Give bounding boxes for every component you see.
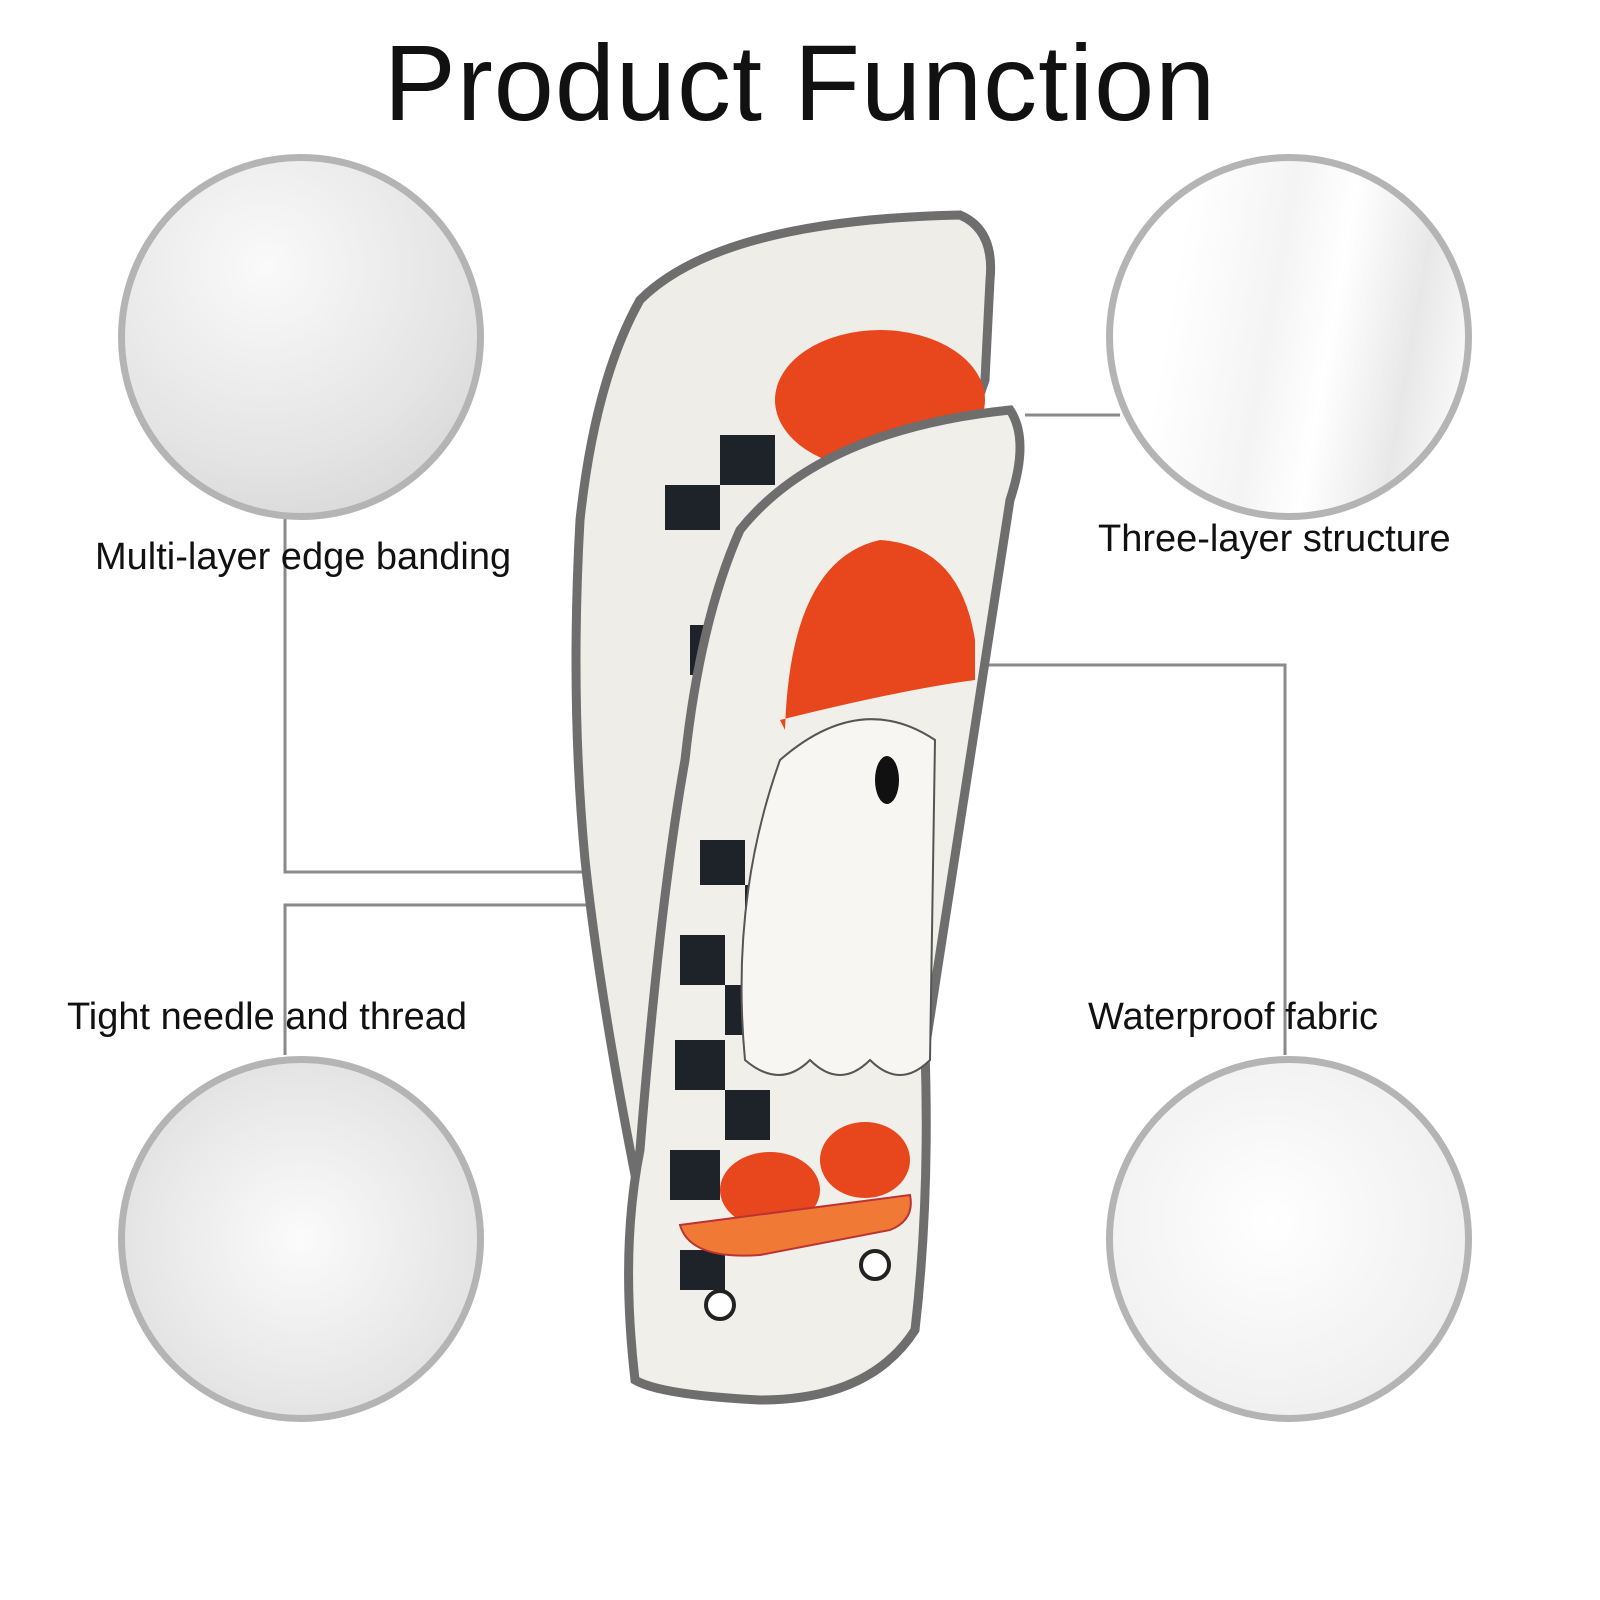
detail-waterproof-image [1106,1056,1472,1422]
detail-edge-banding-image [118,154,484,520]
ghost-body [740,718,937,1076]
shoe-right [820,1122,910,1198]
skateboard-wheel [859,1249,891,1281]
detail-needle-thread-image [118,1056,484,1422]
detail-three-layer-image [1106,154,1472,520]
feature-label-waterproof: Waterproof fabric [1088,996,1379,1038]
beanie-front [780,540,975,730]
connector-needle-thread [283,903,600,1055]
feature-label-needle-thread: Tight needle and thread [67,996,468,1038]
ghost-eye [875,756,899,804]
feature-label-edge-banding: Multi-layer edge banding [95,536,512,578]
skateboard-deck [678,1193,912,1257]
connector-waterproof [900,663,1287,1055]
feature-label-three-layer: Three-layer structure [1098,518,1451,560]
connector-edge-banding [283,513,600,874]
skateboard-wheel [704,1289,736,1321]
page-title: Product Function [383,22,1217,143]
